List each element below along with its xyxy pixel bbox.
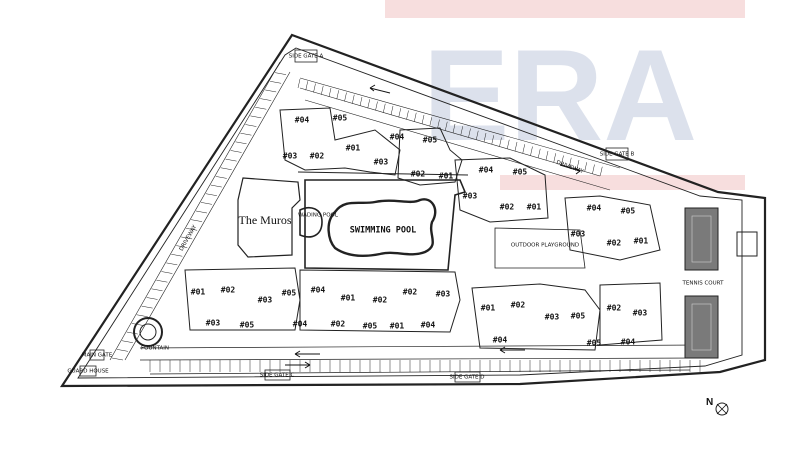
unit-label: #03 [258,296,273,305]
left-parking [109,61,291,361]
unit-label: #02 [310,152,325,161]
tennis-courts: TENNIS COURT [682,207,758,359]
wading-pool: WADING POOL [298,206,339,238]
unit-label: #05 [571,312,586,321]
unit-label: #01 [439,172,454,181]
unit-block-outlines [184,107,663,351]
north-label: N [706,397,713,408]
unit-label: #04 [295,116,310,125]
swimming-pool: SWIMMING POOL [327,198,437,257]
unit-label: #01 [341,294,356,303]
unit-label: #02 [411,170,426,179]
the-muros-label: The Muros [239,213,292,227]
unit-label: #05 [240,321,255,330]
top-parking-stalls [297,78,603,176]
unit-label: #02 [373,296,388,305]
unit-label: #05 [621,207,636,216]
unit-label: #04 [421,321,436,330]
unit-label: #03 [283,152,298,161]
unit-label: #03 [463,192,478,201]
compass-icon [715,402,729,416]
unit-label: #01 [191,288,206,297]
the-muros-building: The Muros [237,177,301,258]
unit-label: #05 [587,339,602,348]
unit-label: #02 [511,301,526,310]
unit-label: #04 [479,166,494,175]
unit-label: #03 [545,313,560,322]
unit-label: #01 [481,304,496,313]
fountain-label: FOUNTAIN [141,346,169,352]
guard-house-label: GUARD HOUSE [67,369,109,375]
unit-label: #03 [633,309,648,318]
unit-label: #02 [607,304,622,313]
side-gates: SIDE GATE A SIDE GATE B SIDE GATE C SIDE… [260,49,635,383]
swimming-pool-label: SWIMMING POOL [350,226,417,236]
tennis-court-label: TENNIS COURT [682,281,725,287]
unit-label: #01 [346,144,361,153]
tennis-court-north [684,207,719,271]
main-gate-label: MAIN GATE [82,353,113,359]
unit-label: #04 [587,204,602,213]
unit-label: #04 [311,286,326,295]
tennis-court-south [684,295,719,359]
fountain: FOUNTAIN [133,317,169,352]
unit-label: #03 [374,158,389,167]
top-driveway [299,77,621,191]
unit-label: #02 [331,320,346,329]
watermark-text: ERA [423,22,697,168]
side-gate-c: SIDE GATE C [260,373,295,379]
inner-boundary [77,47,743,379]
unit-label: #05 [363,322,378,331]
unit-label: #05 [423,136,438,145]
unit-label: #03 [436,290,451,299]
unit-label: #05 [513,168,528,177]
unit-labels: #04 #05 #03 #02 #01 #03 #04 #05 #02 #01 #04 #05 #03 #… [191,114,649,348]
unit-label: #04 [621,338,636,347]
side-gate-a: SIDE GATE A [289,54,324,60]
main-entrance: MAIN GATE GUARD HOUSE [67,349,113,377]
unit-label: #04 [493,336,508,345]
unit-label: #05 [282,289,297,298]
driveway-arrows [285,84,581,369]
unit-label: #02 [607,239,622,248]
wading-pool-label: WADING POOL [298,213,339,219]
side-gate-b: SIDE GATE B [600,152,635,158]
side-gate-d: SIDE GATE D [450,375,485,381]
driveway-left-label: DRIVEWAY [179,224,199,252]
unit-label: #04 [390,133,405,142]
unit-label: #01 [527,203,542,212]
unit-label: #02 [221,286,236,295]
unit-label: #02 [403,288,418,297]
unit-label: #03 [206,319,221,328]
unit-label: #04 [293,320,308,329]
unit-label: #01 [390,322,405,331]
clubhouse-area [297,171,469,271]
site-boundary [59,33,767,388]
playground-label: OUTDOOR PLAYGROUND [511,243,579,249]
watermark-bar [385,0,745,18]
playground: OUTDOOR PLAYGROUND [494,227,586,269]
unit-label: #02 [500,203,515,212]
unit-label: #03 [571,230,586,239]
north-arrow: N [706,397,729,416]
left-parking-stalls [111,72,287,361]
unit-label: #05 [333,114,348,123]
unit-label: #01 [634,237,649,246]
